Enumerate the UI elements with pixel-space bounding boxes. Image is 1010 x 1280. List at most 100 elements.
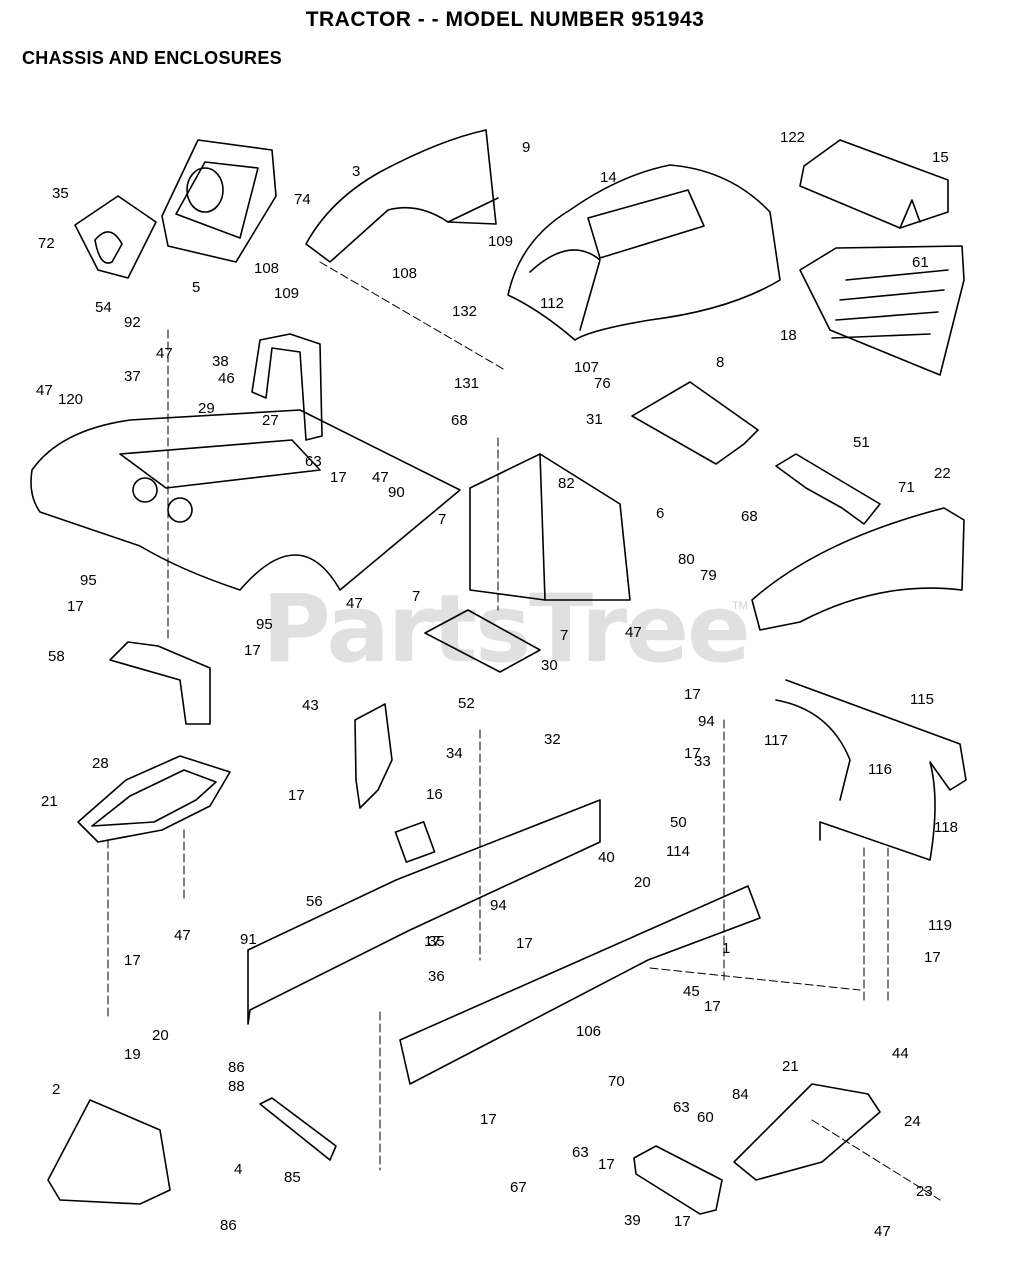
part-callout-label: 80: [678, 551, 695, 568]
part-39-bracket: [633, 1145, 723, 1215]
part-callout-label: 68: [741, 508, 758, 525]
part-callout-label: 114: [666, 843, 690, 860]
part-71-bracket: [775, 453, 881, 525]
part-callout-label: 115: [910, 691, 934, 708]
part-30-plate: [424, 609, 541, 673]
part-callout-label: 63: [305, 453, 322, 470]
part-2-plate: [47, 1099, 171, 1205]
part-callout-label: 17: [244, 642, 261, 659]
part-callout-label: 17: [480, 1111, 497, 1128]
part-callout-label: 67: [510, 1179, 527, 1196]
part-callout-label: 43: [302, 697, 319, 714]
part-15-bracket: [799, 139, 949, 229]
part-callout-label: 109: [274, 285, 299, 302]
part-8-plate: [631, 381, 759, 465]
part-callout-label: 24: [904, 1113, 921, 1130]
part-callout-label: 17: [424, 933, 441, 950]
part-callout-label: 20: [634, 874, 651, 891]
part-callout-label: 90: [388, 484, 405, 501]
part-29-bracket: [251, 333, 323, 441]
part-callout-label: 74: [294, 191, 311, 208]
part-callout-label: 106: [576, 1023, 601, 1040]
part-callout-label: 107: [574, 359, 599, 376]
part-callout-label: 72: [38, 235, 55, 252]
part-1-frame: [399, 885, 761, 1085]
part-callout-label: 88: [228, 1078, 245, 1095]
watermark: PartsTree: [262, 575, 751, 684]
parts-artwork: [30, 129, 967, 1215]
part-3-side: [305, 129, 497, 263]
part-callout-label: 33: [694, 753, 711, 770]
part-callout-label: 17: [288, 787, 305, 804]
part-callout-label: 15: [932, 149, 949, 166]
part-callout-label: 6: [656, 505, 664, 522]
part-callout-label: 109: [488, 233, 513, 250]
part-callout-label: 27: [262, 412, 279, 429]
part-callout-label: 14: [600, 169, 617, 186]
part-callout-label: 119: [928, 917, 952, 934]
part-28-footrest: [77, 755, 231, 843]
part-callout-label: 19: [124, 1046, 141, 1063]
part-callout-label: 9: [522, 139, 530, 156]
part-callout-label: 18: [780, 327, 797, 344]
part-callout-label: 86: [228, 1059, 245, 1076]
part-callout-label: 35: [52, 185, 69, 202]
part-callout-label: 17: [674, 1213, 691, 1230]
watermark-tm: TM: [732, 600, 748, 612]
part-callout-label: 50: [670, 814, 687, 831]
part-callout-label: 71: [898, 479, 915, 496]
part-callout-label: 20: [152, 1027, 169, 1044]
part-callout-label: 16: [426, 786, 443, 803]
part-callout-label: 7: [412, 588, 420, 605]
part-callout-label: 7: [560, 627, 568, 644]
part-callout-label: 52: [458, 695, 475, 712]
part-callout-label: 131: [454, 375, 479, 392]
part-14-hood: [507, 164, 781, 341]
part-callout-label: 17: [684, 686, 701, 703]
part-callout-label: 95: [80, 572, 97, 589]
part-callout-label: 70: [608, 1073, 625, 1090]
part-callout-label: 79: [700, 567, 717, 584]
part-callout-label: 34: [446, 745, 463, 762]
part-58-bracket: [109, 641, 211, 725]
part-24-footrest: [733, 1083, 881, 1181]
diagram-title: TRACTOR - - MODEL NUMBER 951943: [305, 8, 705, 31]
part-callout-label: 47: [625, 624, 642, 641]
part-callout-label: 17: [124, 952, 141, 969]
part-callout-label: 120: [58, 391, 83, 408]
part-callout-label: 58: [48, 648, 65, 665]
part-callout-label: 4: [234, 1161, 242, 1178]
part-callout-label: 86: [220, 1217, 237, 1234]
part-callout-label: 51: [853, 434, 870, 451]
part-callout-label: 44: [892, 1045, 909, 1062]
part-callout-label: 29: [198, 400, 215, 417]
part-91-frame: [247, 799, 601, 1025]
part-85-bracket: [259, 1097, 337, 1161]
part-callout-label: 17: [330, 469, 347, 486]
part-callout-label: 21: [41, 793, 58, 810]
part-callout-label: 84: [732, 1086, 749, 1103]
part-callout-label: 108: [254, 260, 279, 277]
part-callout-label: 91: [240, 931, 257, 948]
part-6-box: [469, 453, 546, 601]
part-callout-label: 56: [306, 893, 323, 910]
part-callout-label: 122: [780, 129, 805, 146]
part-callout-label: 94: [490, 897, 507, 914]
part-16-grommet: [394, 821, 436, 863]
part-callout-label: 17: [924, 949, 941, 966]
part-callout-label: 17: [704, 998, 721, 1015]
part-callout-label: 46: [218, 370, 235, 387]
part-callout-label: 31: [586, 411, 603, 428]
part-callout-label: 132: [452, 303, 477, 320]
part-callout-label: 60: [697, 1109, 714, 1126]
part-callout-label: 108: [392, 265, 417, 282]
part-callout-label: 45: [683, 983, 700, 1000]
part-callout-label: 3: [352, 163, 360, 180]
part-43-bracket: [354, 703, 393, 809]
part-115-bar: [785, 679, 967, 861]
part-callout-label: 85: [284, 1169, 301, 1186]
part-callout-label: 39: [624, 1212, 641, 1229]
part-callout-label: 40: [598, 849, 615, 866]
part-callout-label: 8: [716, 354, 724, 371]
